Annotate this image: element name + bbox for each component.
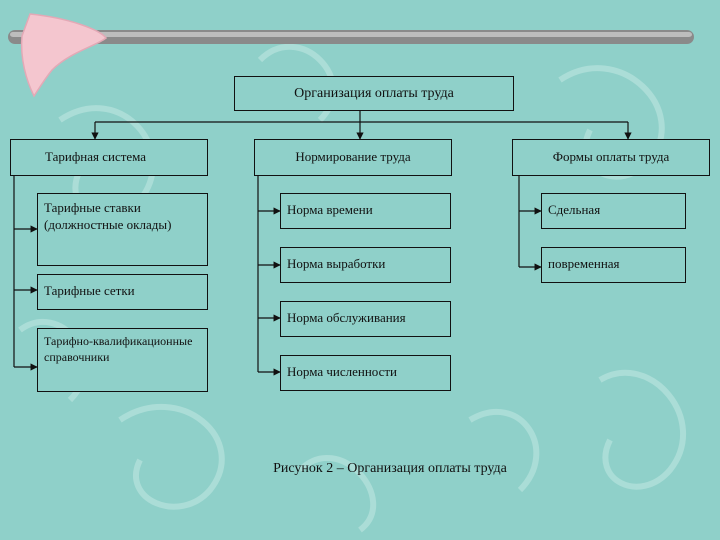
- item-headcount-norm: Норма численности: [280, 355, 451, 391]
- figure-caption: Рисунок 2 – Организация оплаты труда: [273, 461, 507, 476]
- root-node: Организация оплаты труда: [234, 76, 514, 111]
- header-labor-rationing: Нормирование труда: [254, 139, 452, 176]
- item-time-norm: Норма времени: [280, 193, 451, 229]
- item-tariff-grids: Тарифные сетки: [37, 274, 208, 310]
- item-service-norm: Норма обслуживания: [280, 301, 451, 337]
- header-pay-forms: Формы оплаты труда: [512, 139, 710, 176]
- item-output-norm: Норма выработки: [280, 247, 451, 283]
- item-tariff-rates: Тарифные ставки (должностные оклады): [37, 193, 208, 266]
- item-tariff-qualification-guides: Тарифно-квалификационные справочники: [37, 328, 208, 392]
- header-tariff-system: Тарифная система: [10, 139, 208, 176]
- slide-accent-shape: [20, 13, 108, 98]
- item-time-rate: повременная: [541, 247, 686, 283]
- item-piece-rate: Сдельная: [541, 193, 686, 229]
